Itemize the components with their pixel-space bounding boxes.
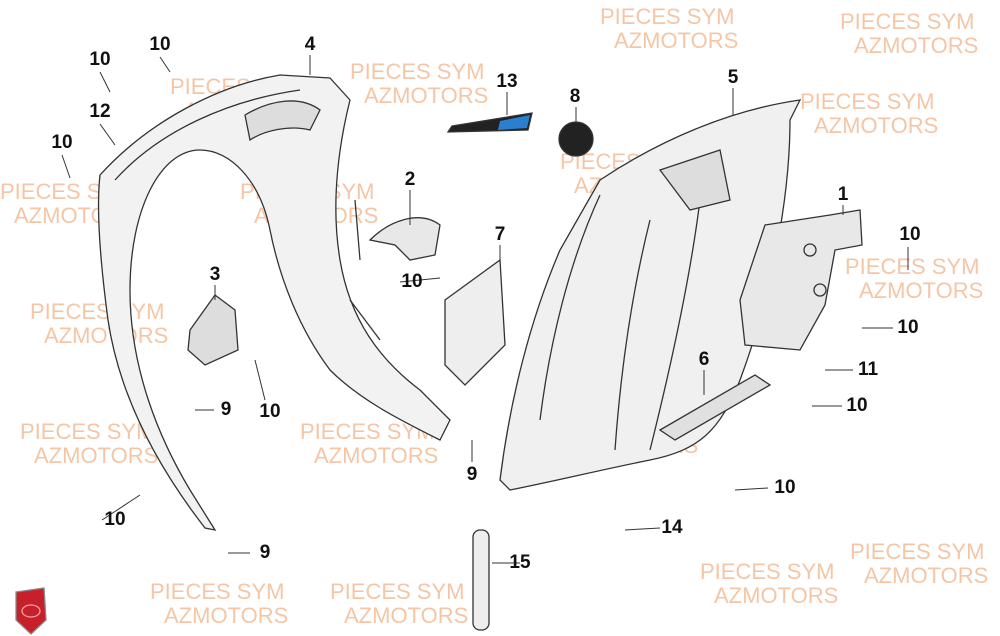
callout-10a: 10 — [89, 49, 111, 70]
callout-10c: 10 — [51, 132, 73, 153]
callout-10d: 10 — [899, 224, 921, 245]
part-13-emblem — [446, 112, 533, 133]
part-6-hinge — [658, 374, 772, 441]
part-4-front-shield — [97, 74, 451, 531]
callout-9a: 9 — [220, 399, 232, 420]
watermark-line: PIECES SYM — [20, 419, 155, 444]
watermark-line: PIECES SYM — [600, 4, 735, 29]
callout-5: 5 — [727, 67, 739, 88]
watermark-line: AZMOTORS — [314, 443, 439, 468]
callout-10i: 10 — [774, 477, 796, 498]
watermark-line: AZMOTORS — [34, 443, 159, 468]
watermark-line: AZMOTORS — [859, 278, 984, 303]
watermark-line: PIECES SYM — [150, 579, 285, 604]
callout-11: 11 — [857, 359, 879, 380]
part-8-badge — [558, 121, 594, 157]
callout-3: 3 — [209, 264, 221, 285]
callout-15: 15 — [509, 552, 531, 573]
callout-12: 12 — [89, 101, 111, 122]
callout-9b: 9 — [466, 464, 478, 485]
callout-9c: 9 — [259, 542, 271, 563]
watermark-line: AZMOTORS — [614, 28, 739, 53]
callout-10e: 10 — [401, 271, 423, 292]
watermark-line: PIECES SYM — [840, 9, 975, 34]
watermark-line: AZMOTORS — [854, 33, 979, 58]
callout-10j: 10 — [104, 509, 126, 530]
azmotors-logo — [15, 587, 47, 635]
watermark-line: AZMOTORS — [714, 583, 839, 608]
part-1-lock — [739, 209, 863, 351]
part-7-cover — [444, 258, 506, 386]
watermark-line: PIECES SYM — [350, 59, 485, 84]
watermark-line: PIECES SYM — [700, 559, 835, 584]
watermark-line: PIECES SYM — [330, 579, 465, 604]
watermark-line: AZMOTORS — [864, 563, 989, 588]
callout-7: 7 — [494, 224, 506, 245]
callout-10f: 10 — [897, 317, 919, 338]
callout-10h: 10 — [259, 401, 281, 422]
callout-4: 4 — [304, 34, 316, 55]
watermark-line: AZMOTORS — [814, 113, 939, 138]
watermark-line: AZMOTORS — [344, 603, 469, 628]
part-15-strip — [472, 529, 490, 631]
watermark-line: AZMOTORS — [364, 83, 489, 108]
watermark-line: PIECES SYM — [800, 89, 935, 114]
watermark-line: PIECES SYM — [850, 539, 985, 564]
callout-6: 6 — [698, 349, 710, 370]
callout-8: 8 — [569, 86, 581, 107]
callout-10b: 10 — [149, 34, 171, 55]
callout-2: 2 — [404, 169, 416, 190]
watermark-line: AZMOTORS — [44, 323, 169, 348]
callout-10g: 10 — [846, 395, 868, 416]
callout-14: 14 — [661, 517, 683, 538]
leader-lines — [61, 55, 909, 564]
watermark-line: PIECES SYM — [845, 254, 980, 279]
part-2-bracket — [368, 217, 441, 261]
watermark-line: AZMOTORS — [164, 603, 289, 628]
callout-13: 13 — [496, 71, 518, 92]
callout-1: 1 — [837, 184, 849, 205]
watermark-line: PIECES SYM — [30, 299, 165, 324]
part-3-switch — [187, 294, 239, 366]
